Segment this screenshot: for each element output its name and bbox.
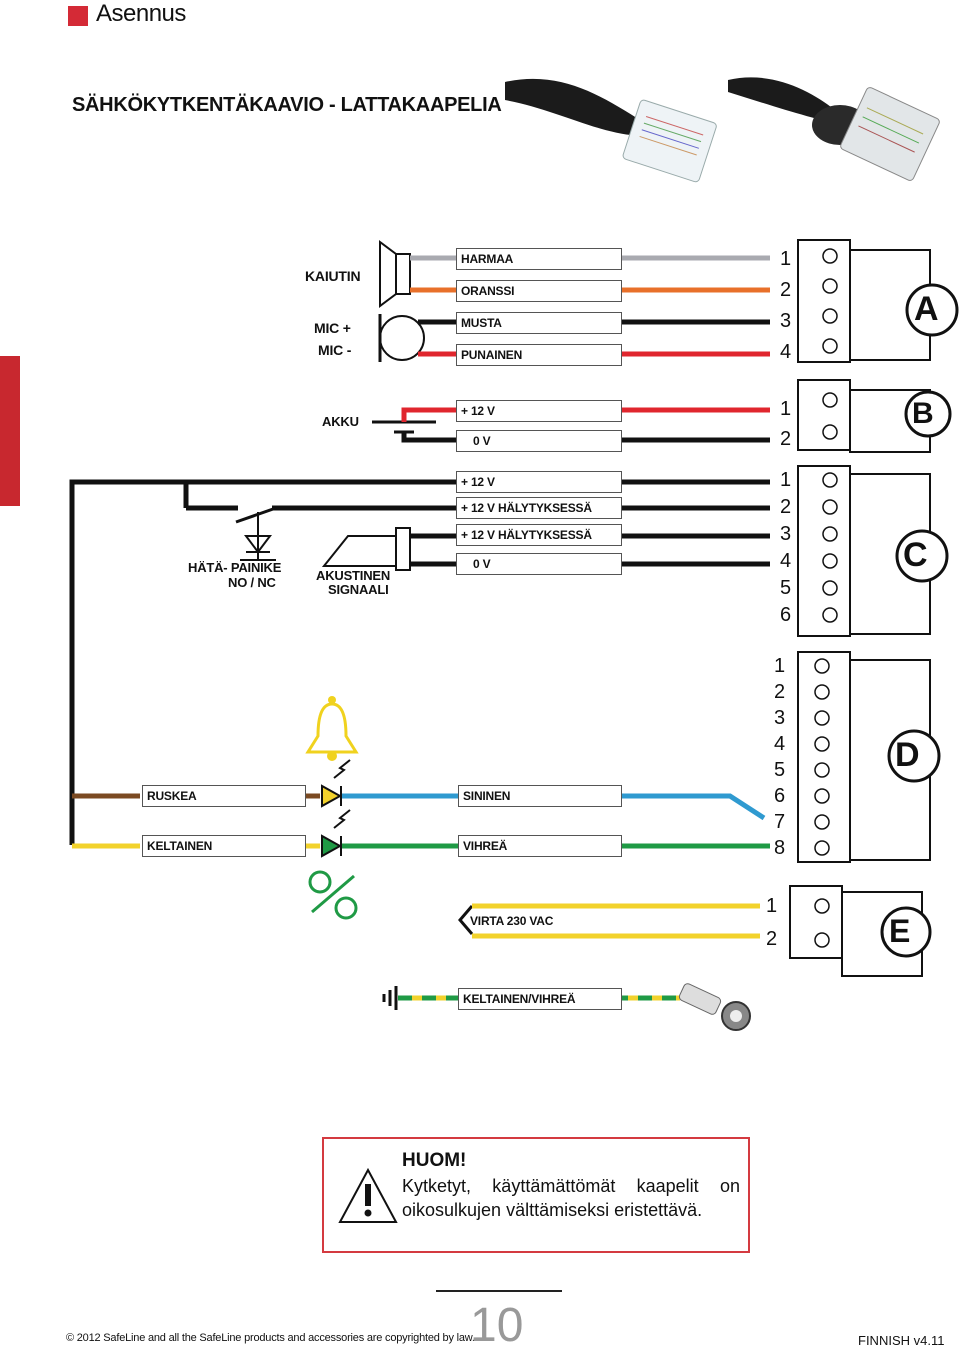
pin-d-5: 5 [774, 759, 786, 781]
wire-yellow: KELTAINEN [142, 835, 306, 857]
battery-icon [372, 420, 436, 434]
acoustic-signal-label: AKUSTINEN [316, 568, 391, 583]
wire-c-alarm-1: + 12 V HÄLYTYKSESSÄ [456, 497, 622, 519]
emergency-button-label: HÄTÄ- PAINIKE [188, 560, 282, 575]
pin-b-2: 2 [780, 428, 792, 450]
acoustic-signal-icon [321, 527, 411, 571]
notice-box [322, 1137, 750, 1253]
communication-indicator-icon [308, 870, 358, 920]
pin-c-5: 5 [780, 577, 792, 599]
microphone-icon [378, 314, 425, 362]
wire-red: PUNAINEN [456, 344, 622, 366]
section-marker [68, 6, 88, 26]
block-a-letter: A [914, 290, 939, 328]
led-diode-green-icon [321, 809, 351, 858]
wire-c-zero: 0 V [456, 553, 622, 575]
ring-terminal-icon [678, 983, 751, 1031]
version-label: FINNISH v4.11 [858, 1333, 945, 1348]
pin-c-4: 4 [780, 550, 792, 572]
wire-b-zero: 0 V [456, 430, 622, 452]
pin-a-2: 2 [780, 279, 792, 301]
pin-e-1: 1 [766, 895, 778, 917]
led-diode-blue-icon [321, 759, 351, 808]
emergency-button-icon [240, 535, 276, 561]
wire-brown: RUSKEA [142, 785, 306, 807]
pin-b-1: 1 [780, 398, 792, 420]
pin-a-3: 3 [780, 310, 792, 332]
side-tab [0, 356, 20, 506]
pin-c-1: 1 [780, 469, 792, 491]
block-e-circle [880, 906, 932, 958]
pin-a-1: 1 [780, 248, 792, 270]
block-a-circle [905, 283, 959, 337]
pin-d-1: 1 [774, 655, 786, 677]
flat-cable-image [505, 78, 717, 183]
terminal-screws [814, 248, 838, 948]
pin-d-2: 2 [774, 681, 786, 703]
notice-text: Kytketyt, käyttämättömät kaapelit on oik… [402, 1176, 740, 1220]
wire-c-alarm-2: + 12 V HÄLYTYKSESSÄ [456, 524, 622, 546]
block-c-circle [895, 529, 949, 583]
pin-d-4: 4 [774, 733, 786, 755]
block-b-letter: B [912, 397, 934, 430]
block-d-circle [887, 729, 941, 783]
wire-blue: SININEN [458, 785, 622, 807]
bell-icon [305, 696, 359, 761]
wire-black: MUSTA [456, 312, 622, 334]
pin-d-8: 8 [774, 837, 786, 859]
wire-earth: KELTAINEN/VIHREÄ [458, 988, 622, 1010]
wire-orange: ORANSSI [456, 280, 622, 302]
speaker-icon [379, 240, 411, 308]
page-number: 10 [470, 1299, 524, 1352]
wire-grey: HARMAA [456, 248, 622, 270]
block-d-letter: D [895, 736, 920, 774]
pin-d-7: 7 [774, 811, 786, 833]
block-b-circle [904, 390, 952, 438]
wire-green: VIHREÄ [458, 835, 622, 857]
pin-c-2: 2 [780, 496, 792, 518]
mic-plus-label: MIC + [314, 320, 351, 336]
wire-power: VIRTA 230 VAC [470, 914, 554, 928]
block-e-letter: E [889, 913, 911, 949]
acoustic-signal-label-2: SIGNAALI [328, 582, 389, 597]
section-title: Asennus [96, 0, 186, 27]
emergency-button-type: NO / NC [228, 575, 276, 590]
pin-a-4: 4 [780, 341, 792, 363]
pin-e-2: 2 [766, 928, 778, 950]
pin-c-6: 6 [780, 604, 792, 626]
speaker-label: KAIUTIN [305, 268, 361, 284]
diagram-title: SÄHKÖKYTKENTÄKAAVIO - LATTAKAAPELIA [72, 94, 502, 116]
wire-b-plus: + 12 V [456, 400, 622, 422]
page-rule [436, 1290, 562, 1292]
pin-d-6: 6 [774, 785, 786, 807]
block-c-letter: C [903, 536, 928, 574]
pin-d-3: 3 [774, 707, 786, 729]
round-cable-image [728, 77, 940, 181]
battery-label: AKKU [322, 414, 359, 429]
warning-icon [338, 1167, 398, 1223]
notice-title: HUOM! [402, 1150, 467, 1171]
copyright: © 2012 SafeLine and all the SafeLine pro… [66, 1332, 475, 1344]
pin-c-3: 3 [780, 523, 792, 545]
mic-minus-label: MIC - [318, 342, 352, 358]
ground-icon [382, 986, 398, 1010]
wire-c-plus: + 12 V [456, 471, 622, 493]
